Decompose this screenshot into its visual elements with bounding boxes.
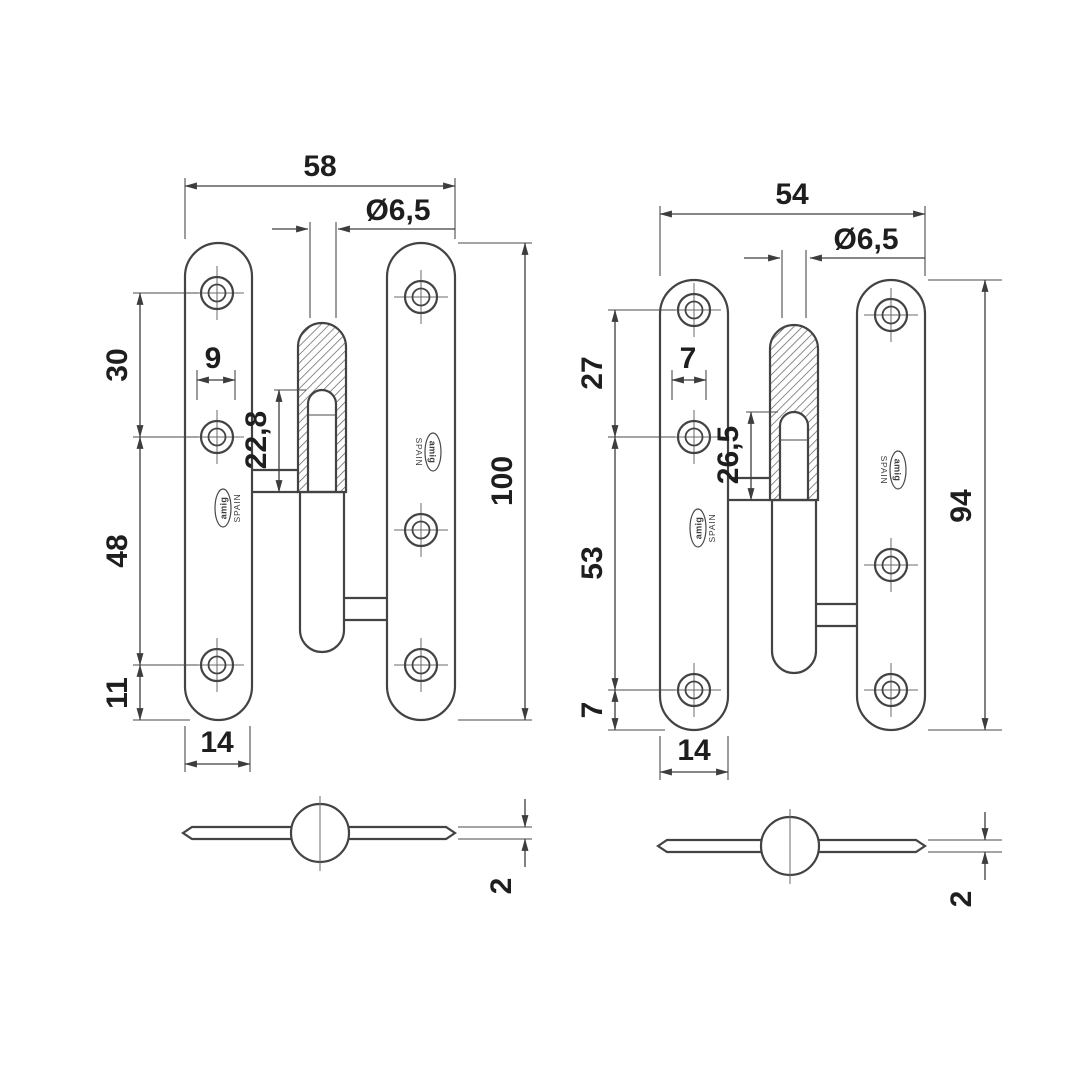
brand-name: amig — [428, 441, 438, 464]
dim-thickness: 2 — [458, 799, 532, 894]
dim-overall-width: 54 — [659, 178, 926, 276]
dim-label-lower-hole-spacing: 53 — [576, 546, 609, 579]
dim-pin-depth: 26,5 — [712, 411, 778, 501]
dim-label-overall-width: 58 — [303, 150, 336, 183]
brand-logo: amig SPAIN — [414, 432, 442, 472]
dim-label-overall-height: 100 — [486, 456, 519, 506]
right-hinge-left-leaf — [658, 278, 730, 732]
dim-leaf-width: 14 — [659, 734, 729, 780]
dim-left-chain: 30 48 11 — [101, 292, 198, 721]
dim-label-thickness: 2 — [485, 878, 518, 895]
dim-overall-width: 58 — [184, 150, 456, 239]
brand-name: amig — [893, 459, 903, 482]
left-hinge-side-view: 2 — [181, 796, 532, 894]
dim-label-bottom-offset: 11 — [101, 677, 134, 709]
left-hinge-front-view: amig SPAIN amig SPAIN 58 Ø6,5 — [101, 150, 532, 772]
dim-overall-height: 100 — [458, 242, 532, 721]
dim-label-leaf-width: 14 — [200, 726, 234, 759]
dim-label-pin-diameter: Ø6,5 — [833, 223, 898, 256]
brand-country: SPAIN — [707, 514, 717, 543]
dim-label-pin-depth: 22,8 — [240, 411, 273, 469]
right-hinge-side-view: 2 — [656, 809, 1002, 907]
dim-pin-diameter: Ø6,5 — [272, 194, 455, 318]
dim-label-overall-width: 54 — [775, 178, 809, 211]
hinge-pin-cap-section — [768, 323, 820, 502]
dim-label-lower-hole-spacing: 48 — [101, 534, 134, 567]
brand-country: SPAIN — [414, 438, 424, 467]
dim-pin-diameter: Ø6,5 — [744, 223, 925, 318]
dim-label-hole-edge-offset: 9 — [205, 342, 222, 375]
brand-name: amig — [219, 497, 229, 520]
dim-label-pin-depth: 26,5 — [712, 426, 745, 484]
dim-leaf-width: 14 — [184, 726, 251, 772]
right-hinge-front-view: amig SPAIN amig SPAIN 54 Ø6,5 — [576, 178, 1002, 780]
dim-pin-depth: 22,8 — [240, 389, 306, 493]
dim-overall-height: 94 — [928, 279, 1002, 731]
dim-thickness: 2 — [928, 812, 1002, 907]
brand-name: amig — [694, 517, 704, 540]
dim-hole-edge-offset: 9 — [196, 342, 236, 400]
brand-logo: amig SPAIN — [689, 508, 717, 548]
dim-label-leaf-width: 14 — [677, 734, 711, 767]
dim-label-top-hole-spacing: 27 — [576, 356, 609, 389]
dim-label-hole-edge-offset: 7 — [680, 342, 697, 375]
dim-label-overall-height: 94 — [945, 489, 978, 523]
dim-label-top-hole-spacing: 30 — [101, 348, 134, 381]
hinge-pin-body — [770, 498, 818, 675]
hinge-pin-cap-section — [296, 321, 348, 494]
brand-logo: amig SPAIN — [879, 450, 907, 490]
right-hinge-right-leaf — [855, 278, 927, 732]
dim-label-pin-diameter: Ø6,5 — [365, 194, 430, 227]
left-hinge-left-leaf — [183, 241, 254, 722]
dim-hole-edge-offset: 7 — [671, 342, 707, 400]
brand-country: SPAIN — [879, 456, 889, 485]
hinge-pin-body — [298, 490, 346, 654]
left-hinge-right-leaf — [385, 241, 457, 722]
dim-label-bottom-offset: 7 — [576, 702, 609, 719]
dim-left-chain: 27 53 7 — [576, 309, 675, 731]
brand-country: SPAIN — [232, 494, 242, 523]
dim-label-thickness: 2 — [945, 891, 978, 908]
brand-logo: amig SPAIN — [214, 488, 242, 528]
